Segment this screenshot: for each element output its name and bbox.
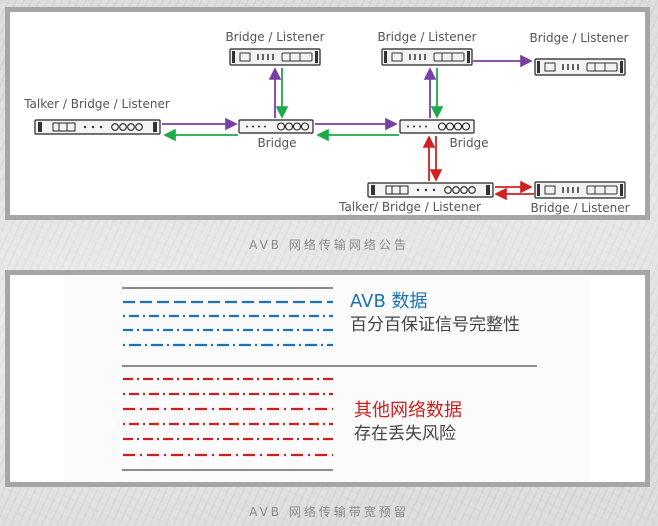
avb-description: 百分百保证信号完整性 [350, 315, 520, 335]
device-talker-left [34, 119, 161, 135]
network-diagram: Bridge / Listener Bridge / Listener Brid… [23, 30, 629, 215]
device-top-right [534, 58, 626, 76]
label-talker-left: Talker / Bridge / Listener [23, 97, 170, 111]
other-traffic-lines [123, 377, 333, 457]
label-top-middle: Bridge / Listener [377, 30, 476, 44]
avb-title: AVB 数据 [350, 291, 428, 312]
label-bridge-left: Bridge [257, 136, 296, 150]
device-bridge-left [238, 119, 314, 134]
device-top-left [229, 48, 321, 66]
device-top-middle [381, 48, 473, 66]
label-bottom-right: Bridge / Listener [530, 201, 629, 215]
other-title: 其他网络数据 [354, 400, 462, 421]
label-top-left: Bridge / Listener [225, 30, 324, 44]
other-description: 存在丢失风险 [354, 424, 456, 444]
network-diagram-panel: Bridge / Listener Bridge / Listener Brid… [5, 7, 650, 220]
bandwidth-panel: AVB 数据 百分百保证信号完整性 其他网络数据 存在丢失风险 [5, 270, 650, 487]
device-bottom-right [534, 181, 626, 199]
label-talker-bottom: Talker/ Bridge / Listener [338, 200, 481, 214]
label-top-right: Bridge / Listener [529, 31, 628, 45]
bandwidth-diagram: AVB 数据 百分百保证信号完整性 其他网络数据 存在丢失风险 [122, 287, 537, 471]
avb-traffic-lines [123, 300, 333, 347]
device-bridge-right [399, 119, 475, 134]
device-talker-bottom [367, 182, 494, 198]
caption-network: AVB 网络传输网络公告 [249, 238, 409, 252]
caption-bandwidth: AVB 网络传输带宽预留 [249, 505, 409, 519]
label-bridge-right: Bridge [449, 136, 488, 150]
